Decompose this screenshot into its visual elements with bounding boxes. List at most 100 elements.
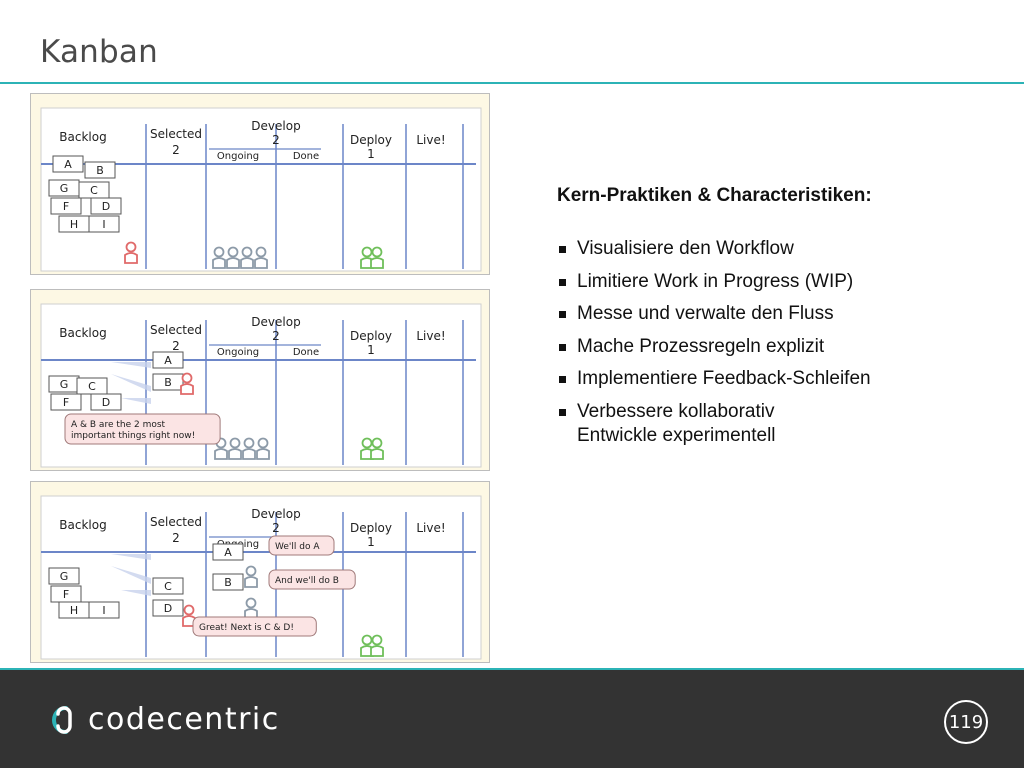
column-header-develop: Develop	[251, 315, 300, 329]
bullet-square-icon	[559, 343, 566, 351]
kanban-card-label: H	[70, 604, 78, 617]
column-limit-develop: 2	[272, 329, 280, 343]
kanban-card-box	[90, 393, 122, 411]
column-header-selected: Selected	[150, 127, 202, 141]
kanban-card-label: B	[164, 376, 172, 389]
kanban-card: A	[52, 155, 84, 173]
bullet-text: Messe und verwalte den Fluss	[577, 303, 834, 324]
column-limit-deploy: 1	[367, 535, 375, 549]
column-header-live: Live!	[416, 521, 445, 535]
motion-streak	[111, 554, 151, 560]
kanban-card-label: G	[60, 182, 69, 195]
kanban-card-label: A	[224, 546, 232, 559]
column-header-selected: Selected	[150, 515, 202, 529]
kanban-card: C	[76, 377, 108, 395]
kanban-card-box	[48, 567, 80, 585]
kanban-card-label: I	[102, 218, 105, 231]
bullet-text: Mache Prozessregeln explizit	[577, 335, 825, 357]
speech-bubble-text: important things right now!	[71, 431, 195, 441]
person-icon	[212, 246, 226, 269]
logo-text: codecentric	[88, 702, 280, 737]
person-icon	[226, 246, 240, 269]
speech-bubble-body	[268, 535, 335, 556]
person-icon	[242, 437, 256, 460]
kanban-card-box	[152, 351, 184, 369]
kanban-card-label: D	[164, 602, 172, 615]
kanban-card-label: F	[63, 200, 69, 213]
bullet-item: Implementiere Feedback-Schleifen	[557, 367, 997, 391]
bullet-square-icon	[559, 246, 566, 253]
column-header-live: Live!	[416, 133, 445, 147]
kanban-card: F	[50, 197, 82, 215]
column-header-ongoing: Ongoing	[217, 347, 259, 358]
kanban-card-label: A	[164, 354, 172, 367]
column-header-backlog: Backlog	[59, 518, 106, 532]
column-header-deploy: Deploy	[350, 329, 392, 343]
column-header-done: Done	[293, 151, 319, 162]
bullet-item: Messe und verwalte den Fluss	[557, 302, 997, 326]
person-icon	[214, 437, 228, 460]
kanban-card-label: F	[63, 588, 69, 601]
kanban-card: G	[48, 375, 80, 393]
kanban-card-label: C	[164, 580, 172, 593]
kanban-card: G	[48, 567, 80, 585]
kanban-card-label: D	[102, 200, 110, 213]
person-icon	[360, 437, 374, 460]
title-divider	[0, 82, 1024, 84]
speech-bubble-text: And we'll do B	[275, 576, 339, 586]
column-header-deploy: Deploy	[350, 521, 392, 535]
kanban-card: D	[152, 599, 184, 617]
kanban-card-box	[88, 215, 120, 233]
column-limit-develop: 2	[272, 133, 280, 147]
column-header-done: Done	[293, 347, 319, 358]
page-number: 119	[944, 700, 988, 744]
bullet-square-icon	[559, 311, 566, 318]
kanban-card-label: C	[90, 184, 98, 197]
person-icon	[370, 437, 384, 460]
codecentric-logo: codecentric	[44, 702, 280, 737]
column-limit-deploy: 1	[367, 343, 375, 357]
column-header-live: Live!	[416, 329, 445, 343]
kanban-card-label: C	[88, 380, 96, 393]
person-icon	[124, 241, 138, 264]
footer-bar	[0, 670, 1024, 768]
kanban-card: B	[152, 373, 184, 391]
kanban-card-label: B	[96, 164, 104, 177]
bullet-item: Mache Prozessregeln explizit	[557, 335, 997, 359]
column-limit-selected: 2	[172, 143, 180, 157]
kanban-card: G	[48, 179, 80, 197]
speech-bubble-body	[64, 413, 221, 445]
bullet-item: Limitiere Work in Progress (WIP)	[557, 270, 997, 294]
kanban-card: A	[212, 543, 244, 561]
speech-bubble: We'll do A	[268, 535, 335, 556]
bullet-list: Visualisiere den Workflow Limitiere Work…	[557, 237, 997, 448]
codecentric-logo-icon	[52, 705, 72, 734]
kanban-board-svg: BacklogSelected2Develop2OngoingDoneDeplo…	[40, 495, 482, 660]
bullet-item: Visualisiere den Workflow	[557, 237, 997, 261]
kanban-card-box	[152, 577, 184, 595]
kanban-card-box	[50, 393, 82, 411]
kanban-board-3: BacklogSelected2Develop2OngoingDoneDeplo…	[30, 481, 490, 663]
column-header-develop: Develop	[251, 119, 300, 133]
motion-streak	[111, 374, 151, 392]
kanban-card-box	[52, 155, 84, 173]
kanban-card: F	[50, 393, 82, 411]
motion-streak	[111, 362, 151, 368]
kanban-card: D	[90, 393, 122, 411]
kanban-card: F	[50, 585, 82, 603]
kanban-card-label: I	[102, 604, 105, 617]
kanban-card: H	[58, 215, 90, 233]
column-header-backlog: Backlog	[59, 326, 106, 340]
board-paper	[40, 107, 482, 272]
person-icon	[256, 437, 270, 460]
bullet-text: Implementiere Feedback-Schleifen	[577, 368, 871, 389]
kanban-card: B	[84, 161, 116, 179]
footer-divider	[0, 668, 1024, 670]
kanban-card-box	[88, 601, 120, 619]
person-icon	[370, 634, 384, 657]
